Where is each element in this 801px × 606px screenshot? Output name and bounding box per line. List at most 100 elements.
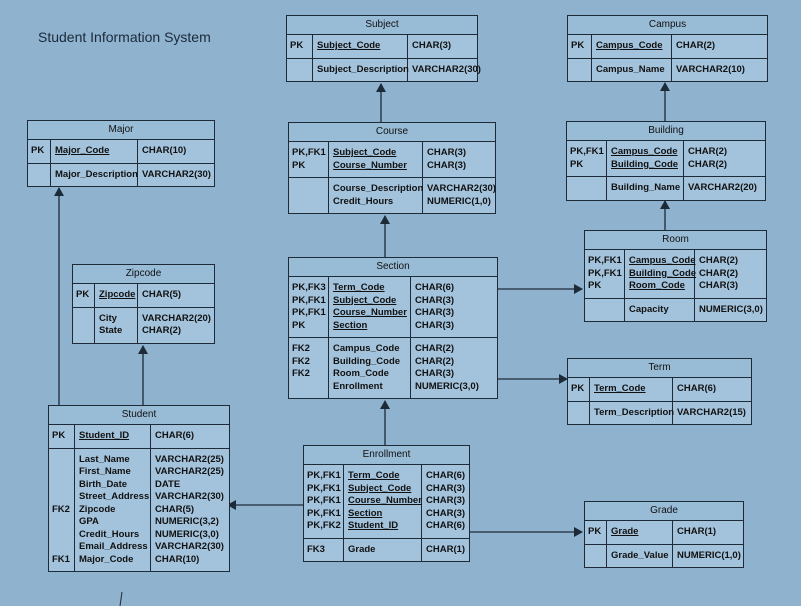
attribute-name: Campus_Name xyxy=(596,63,665,75)
attribute-type: NUMERIC(1,0) xyxy=(427,195,491,207)
attribute-name-column: Subject_Description xyxy=(313,58,409,81)
key-column: PK xyxy=(73,284,95,307)
attribute-type: VARCHAR2(30) xyxy=(155,491,224,502)
attribute-name: Birth_Date xyxy=(79,478,128,490)
attribute-name: Subject_Code xyxy=(348,482,412,494)
attribute-type: VARCHAR2(25) xyxy=(155,466,224,477)
data-type-column: VARCHAR2(30) xyxy=(138,164,214,187)
key-label xyxy=(52,466,71,479)
key-label: PK xyxy=(571,383,585,394)
data-type-column: CHAR(5) xyxy=(138,284,214,307)
data-type-column: VARCHAR2(15) xyxy=(673,402,751,425)
key-column: FK3 xyxy=(304,538,344,561)
key-column: PK xyxy=(287,35,313,58)
attribute-type: NUMERIC(3,2) xyxy=(155,516,219,527)
attribute-type: VARCHAR2(20) xyxy=(142,312,211,324)
attribute-name: Grade xyxy=(348,543,376,555)
key-section: PK Subject_Code CHAR(3) xyxy=(287,35,477,59)
data-type-column: CHAR(6)CHAR(3)CHAR(3)CHAR(3)CHAR(6) xyxy=(422,465,469,538)
data-type-column: VARCHAR2(30) xyxy=(408,59,481,82)
pen-mark xyxy=(119,591,123,606)
attribute-name: Subject_Code xyxy=(317,40,381,51)
attribute-type: CHAR(1) xyxy=(677,526,717,537)
attribute-name: Term_Description xyxy=(594,406,675,418)
data-type-column: NUMERIC(1,0) xyxy=(673,545,743,568)
key-label: FK2 xyxy=(292,355,310,367)
attribute-type: CHAR(3) xyxy=(426,507,466,519)
entity-name: Student xyxy=(49,406,229,425)
attribute-name: Building_Code xyxy=(333,355,401,367)
attribute-type: CHAR(3) xyxy=(412,40,452,51)
attribute-name-column: Term_Code xyxy=(590,378,673,401)
attribute-type: NUMERIC(3,0) xyxy=(699,303,763,315)
attribute-type: CHAR(5) xyxy=(142,289,182,300)
attribute-type: CHAR(6) xyxy=(426,520,466,531)
key-column xyxy=(568,58,592,81)
attribute-name: Building_Code xyxy=(629,267,697,279)
attribute-name-column: Subject_Code xyxy=(313,35,408,58)
attribute-type: CHAR(2) xyxy=(142,325,182,336)
attribute-name: Section xyxy=(333,319,368,331)
key-label xyxy=(290,64,309,77)
attribute-name: First_Name xyxy=(79,466,131,477)
key-column xyxy=(287,58,313,81)
entity-name: Zipcode xyxy=(73,265,214,284)
data-type-column: VARCHAR2(10) xyxy=(672,59,767,82)
attribute-type: VARCHAR2(30) xyxy=(427,183,496,194)
attribute-name-column: Building_Name xyxy=(607,177,684,200)
attribute-type: CHAR(3) xyxy=(427,147,467,158)
data-type-column: CHAR(3)CHAR(3) xyxy=(423,142,495,177)
attribute-name: Credit_Hours xyxy=(333,195,394,207)
attribute-type: CHAR(3) xyxy=(415,307,455,318)
attribute-type: CHAR(1) xyxy=(426,543,466,555)
data-type-column: VARCHAR2(30)NUMERIC(1,0) xyxy=(423,178,496,213)
data-type-column: VARCHAR2(20)CHAR(2) xyxy=(138,308,214,343)
data-type-column: CHAR(1) xyxy=(422,539,469,562)
attribute-type: CHAR(10) xyxy=(142,145,187,156)
key-label: PK,FK1 xyxy=(292,147,326,158)
entity-name: Term xyxy=(568,359,751,378)
attribute-name: Room_Code xyxy=(333,368,389,379)
key-label xyxy=(570,182,603,195)
key-label: PK,FK1 xyxy=(588,267,622,279)
attribute-type: NUMERIC(3,0) xyxy=(415,380,479,392)
key-label: FK2 xyxy=(292,343,310,354)
attribute-type: NUMERIC(3,0) xyxy=(155,528,219,540)
data-type-column: CHAR(2)CHAR(2)CHAR(3) xyxy=(695,250,766,298)
key-label: PK xyxy=(571,40,585,51)
attribute-name-column: Zipcode xyxy=(95,284,138,307)
attribute-name: Building_Code xyxy=(611,158,679,170)
key-column xyxy=(28,163,51,186)
key-label xyxy=(52,454,71,467)
key-column: PK xyxy=(585,521,607,544)
key-column xyxy=(73,307,95,343)
attribute-type: VARCHAR2(30) xyxy=(155,541,224,552)
attribute-type: CHAR(3) xyxy=(415,319,455,331)
attribute-name: Course_Number xyxy=(333,159,407,171)
key-label: PK xyxy=(292,319,306,331)
attribute-type: CHAR(3) xyxy=(699,280,739,291)
key-label: FK1 xyxy=(52,553,70,565)
attribute-name: Course_Description xyxy=(333,183,424,194)
attribute-name: Major_Description xyxy=(55,168,138,180)
